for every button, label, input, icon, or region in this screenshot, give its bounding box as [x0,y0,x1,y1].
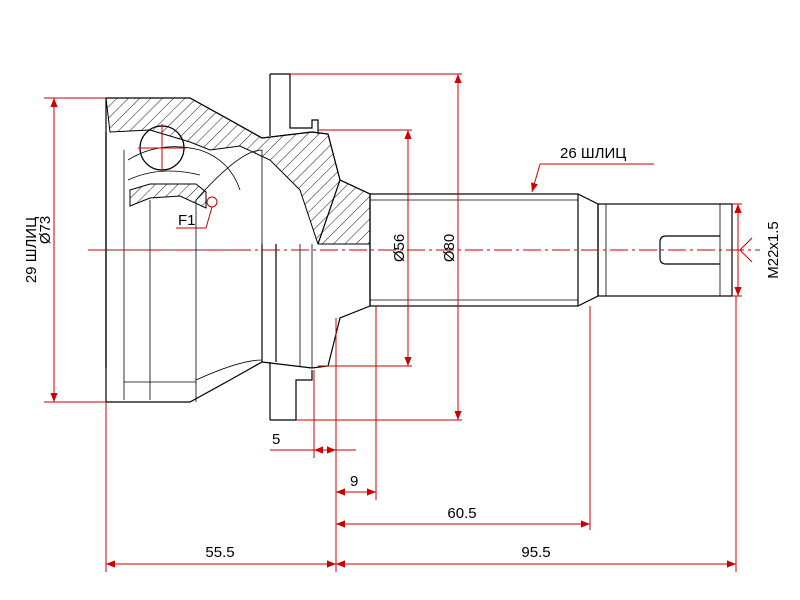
neck-upper-line [317,179,341,245]
shaft-splines-leader [531,163,541,193]
shaft-splines-label: 26 ШЛИЦ [560,145,626,162]
dimensions [44,73,753,572]
dim-95-5-label: 95.5 [521,544,550,561]
dim-55-5-label: 55.5 [205,544,234,561]
inner-race-hatch [129,183,207,209]
f1-marker [206,196,218,208]
seat-diameter-label: Ø56 [391,234,408,262]
housing-section-hatch [105,97,371,245]
flange-diameter-label: Ø80 [441,234,458,262]
flange-ring-bottom [270,370,313,421]
dim-9-label: 9 [350,473,358,490]
part-outline [105,73,733,421]
race-arc-upper [127,146,241,191]
end-slot [659,235,720,265]
thread-label: M22x1.5 [765,221,782,279]
outer-diameter-label: Ø73 [37,216,54,244]
outer-splines-label: 29 ШЛИЦ [23,217,40,283]
cage-profile [195,149,263,381]
dim-5-label: 5 [272,431,280,448]
f1-leader [205,206,213,229]
dim-60-5-label: 60.5 [447,505,476,522]
splined-shaft [369,193,579,307]
feature-label: F1 [178,212,196,229]
flange-ring-top [270,73,319,134]
thread-end-mark [739,237,753,263]
race-arc-mid [127,170,201,181]
